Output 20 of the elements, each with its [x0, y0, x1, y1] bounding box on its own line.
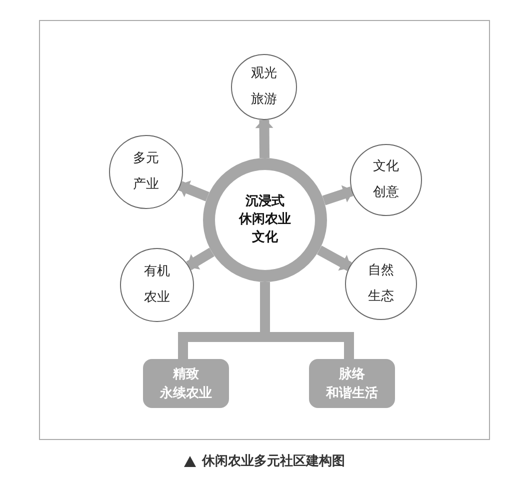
- node-label: 沉浸式: [244, 193, 286, 211]
- node-label: 文化: [251, 229, 279, 247]
- node-label: 自然生态: [367, 262, 395, 306]
- rounded-box: [309, 359, 395, 408]
- node-label: 精致: [172, 366, 200, 384]
- node-label: 休闲农业: [238, 211, 292, 229]
- arrow: [322, 185, 354, 206]
- node-label: 脉络: [338, 366, 366, 384]
- node-label: 和谐生活: [324, 384, 379, 402]
- node-label: 观光旅游: [250, 65, 278, 109]
- node-label: 永续农业: [158, 384, 213, 402]
- arrow: [178, 180, 210, 202]
- rounded-box: [143, 359, 229, 408]
- arrow: [255, 118, 274, 158]
- arrow: [186, 248, 214, 270]
- node-label: 多元产业: [132, 150, 160, 194]
- caption: 休闲农业多元社区建构图: [202, 453, 345, 470]
- node-label: 有机农业: [143, 263, 171, 307]
- node-label: 文化创意: [372, 158, 400, 202]
- arrow: [316, 246, 352, 271]
